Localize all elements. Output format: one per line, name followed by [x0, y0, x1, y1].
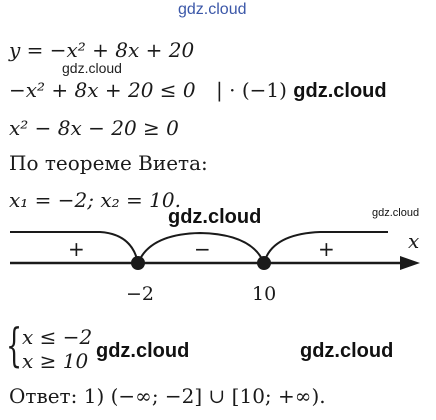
point-label-10: 10	[252, 283, 276, 305]
sign-left: +	[68, 237, 85, 261]
number-line: x + − + −2 10	[10, 229, 420, 305]
watermark: gdz.cloud	[62, 60, 122, 76]
sign-right: +	[318, 237, 335, 261]
inequality-expression: −x² + 8x + 20 ≤ 0	[9, 78, 196, 102]
closed-point-10	[257, 256, 271, 270]
sign-arc-middle	[137, 231, 265, 264]
vieta-heading: По теореме Виета:	[9, 151, 208, 175]
sign-middle: −	[194, 237, 211, 261]
watermark: gdz.cloud	[293, 80, 387, 102]
watermark: gdz.cloud	[372, 207, 420, 219]
axis-variable-label: x	[408, 229, 419, 253]
transformed-inequality: x² − 8x − 20 ≥ 0	[9, 116, 179, 140]
axis-arrow	[400, 256, 420, 270]
system-row-2: x ≥ 10	[22, 349, 89, 373]
multiply-operation: | · (−1)	[216, 78, 287, 102]
answer-line: Ответ: 1) (−∞; −2] ∪ [10; +∞).	[9, 384, 326, 408]
function-line: y = −x² + 8x + 20	[9, 38, 195, 62]
point-label-minus-2: −2	[126, 283, 154, 305]
watermark: gdz.cloud	[96, 340, 190, 362]
watermark: gdz.cloud	[168, 206, 262, 228]
watermark: gdz.cloud	[300, 340, 394, 362]
roots-line: x₁ = −2; x₂ = 10.	[9, 188, 181, 212]
system-brace: {	[6, 318, 23, 372]
watermark-top: gdz.cloud	[178, 1, 247, 18]
system-row-1: x ≤ −2	[22, 325, 93, 349]
inequality-line: −x² + 8x + 20 ≤ 0 | · (−1) gdz.cloud	[9, 78, 387, 103]
closed-point-minus-2	[131, 256, 145, 270]
